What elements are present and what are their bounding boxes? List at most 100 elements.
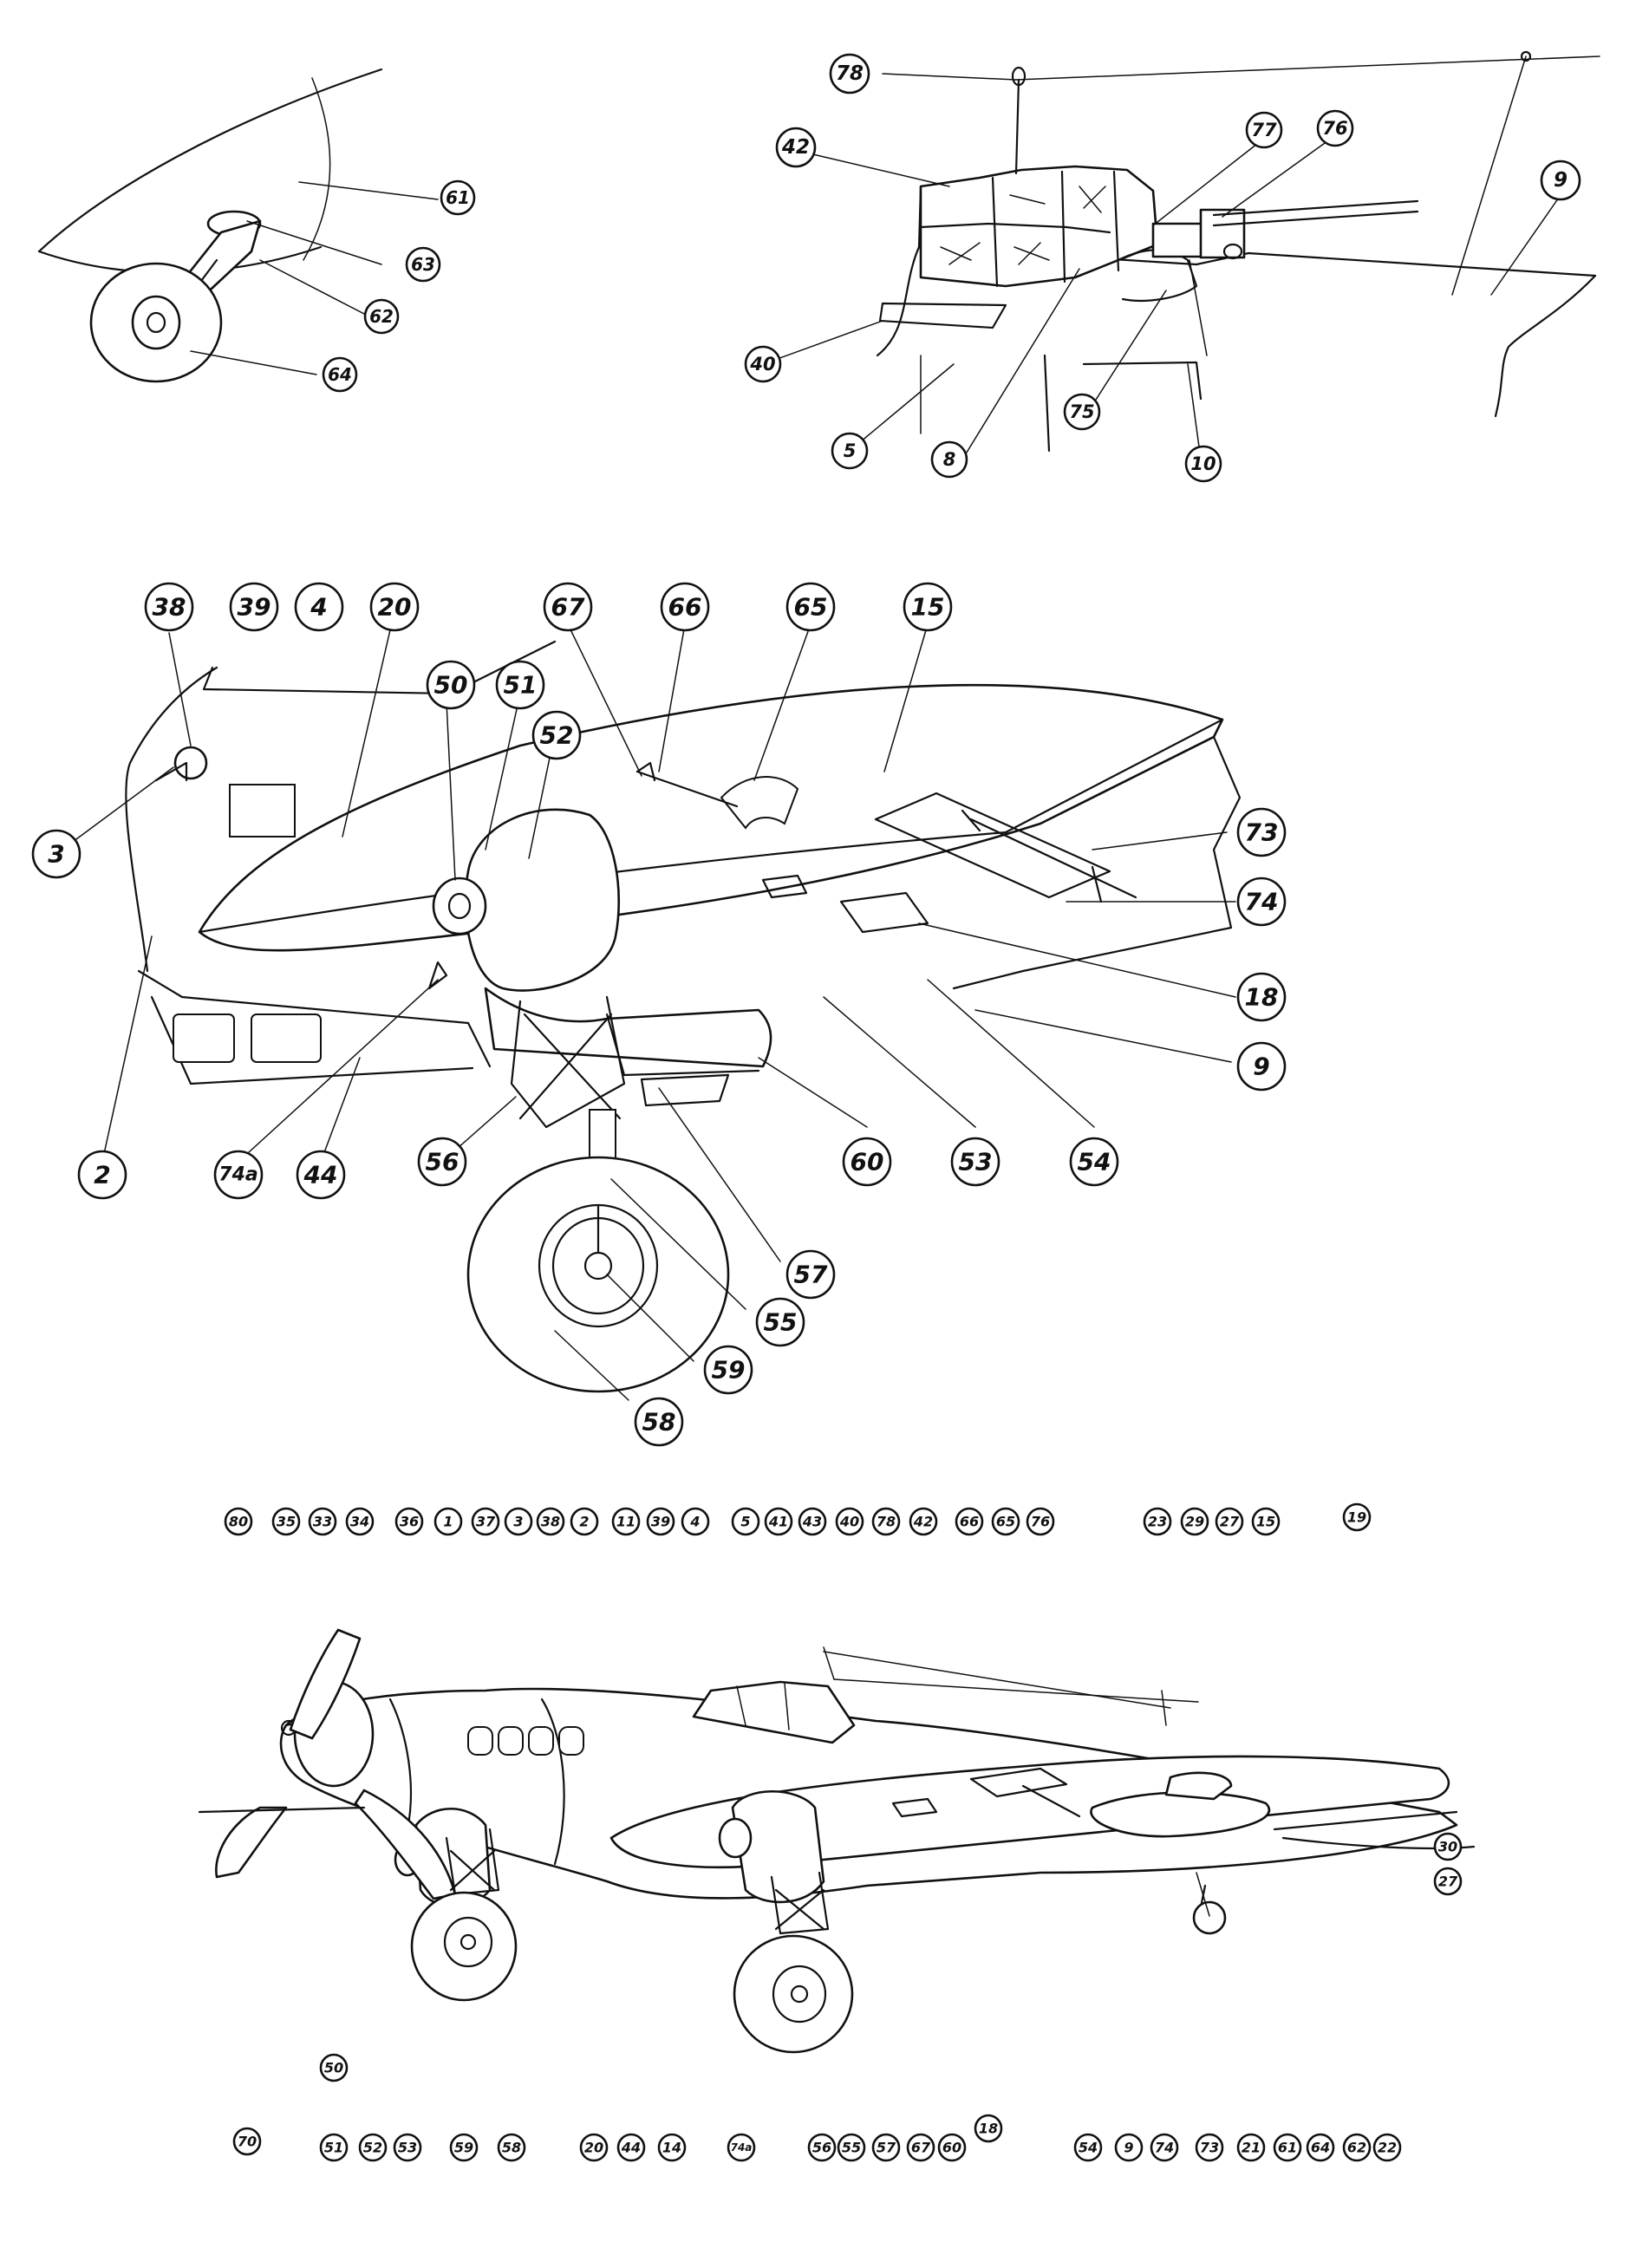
callout-circle (319, 2133, 349, 2162)
callout-77: 77 (1245, 111, 1283, 149)
callout-number: 67 (911, 2140, 931, 2156)
callout-circle (1184, 445, 1222, 483)
callout-number: 61 (446, 187, 470, 208)
callout-circle (955, 1507, 984, 1536)
callout-number: 55 (842, 2140, 861, 2156)
callout-53: 53 (393, 2133, 422, 2162)
callout-circle (345, 1507, 375, 1536)
callout-circle (393, 2133, 422, 2162)
callout-74: 74 (1236, 877, 1287, 927)
callout-number: 52 (363, 2140, 382, 2156)
callout-40: 40 (835, 1507, 864, 1536)
callout-18: 18 (1236, 972, 1287, 1022)
callout-circle (785, 582, 836, 632)
callout-circle (909, 1507, 938, 1536)
callout-circle (1236, 1041, 1287, 1092)
callout-number: 10 (1190, 453, 1216, 474)
callout-42: 42 (909, 1507, 938, 1536)
callout-circle (829, 53, 870, 94)
callout-19: 19 (1342, 1502, 1372, 1532)
callout-circle (1215, 1507, 1244, 1536)
callout-circle (681, 1507, 710, 1536)
callout-38: 38 (536, 1507, 565, 1536)
callout-number: 51 (504, 671, 538, 700)
callout-number: 37 (476, 1514, 496, 1530)
callout-number: 78 (877, 1514, 896, 1530)
callout-30: 30 (1433, 1832, 1463, 1861)
callout-circle (1073, 2133, 1103, 2162)
callout-number: 58 (502, 2140, 521, 2156)
callout-59: 59 (449, 2133, 479, 2162)
callout-5: 5 (831, 432, 869, 470)
callout-circle (1342, 1502, 1372, 1532)
callout-circle (837, 2133, 866, 2162)
callout-number: 36 (400, 1514, 419, 1530)
callout-39: 39 (646, 1507, 675, 1536)
callout-36: 36 (394, 1507, 424, 1536)
callout-circle (646, 1507, 675, 1536)
callout-number: 57 (877, 2140, 896, 2156)
callout-29: 29 (1180, 1507, 1209, 1536)
callout-number: 67 (551, 593, 585, 622)
callout-2: 2 (570, 1507, 599, 1536)
callout-22: 22 (1372, 2133, 1402, 2162)
callout-43: 43 (798, 1507, 827, 1536)
callout-55: 55 (837, 2133, 866, 2162)
callout-number: 42 (913, 1514, 933, 1530)
callout-15: 15 (903, 582, 953, 632)
callout-60: 60 (937, 2133, 967, 2162)
callout-number: 58 (642, 1408, 676, 1437)
callout-3: 3 (504, 1507, 533, 1536)
callout-76: 76 (1316, 109, 1354, 147)
callout-circle (937, 2133, 967, 2162)
callout-62: 62 (363, 298, 400, 335)
callout-circle (703, 1345, 753, 1395)
callout-54: 54 (1073, 2133, 1103, 2162)
callout-number: 18 (1245, 983, 1279, 1012)
callout-5: 5 (731, 1507, 760, 1536)
callout-number: 23 (1148, 1514, 1167, 1530)
callout-circle (1195, 2133, 1224, 2162)
callout-number: 77 (1251, 120, 1277, 140)
callout-number: 50 (434, 671, 468, 700)
callout-2: 2 (77, 1150, 127, 1200)
callout-circle (308, 1507, 337, 1536)
callout-circle (1150, 2133, 1179, 2162)
callout-75: 75 (1063, 393, 1101, 431)
callout-circle (536, 1507, 565, 1536)
callout-circle (213, 1150, 264, 1200)
callout-circle (417, 1137, 467, 1187)
callout-circle (504, 1507, 533, 1536)
callout-60: 60 (842, 1137, 892, 1187)
callout-number: 8 (943, 449, 956, 470)
callout-circle (363, 298, 400, 335)
callout-circle (449, 2133, 479, 2162)
callout-50: 50 (319, 2053, 349, 2082)
callout-number: 53 (398, 2140, 417, 2156)
callout-number: 19 (1347, 1509, 1366, 1526)
callout-circle (294, 582, 344, 632)
callout-circle (471, 1507, 500, 1536)
callout-circle (1316, 109, 1354, 147)
callout-number: 61 (1278, 2140, 1297, 2156)
callout-circle (394, 1507, 424, 1536)
callout-10: 10 (1184, 445, 1222, 483)
callout-circle (731, 1507, 760, 1536)
callout-number: 22 (1378, 2140, 1397, 2156)
callout-number: 3 (48, 840, 64, 869)
panel-wing-nacelle (125, 640, 1242, 1393)
callout-65: 65 (785, 582, 836, 632)
callout-number: 65 (794, 593, 828, 622)
callout-73: 73 (1195, 2133, 1224, 2162)
callout-circle (440, 179, 476, 216)
callout-74a: 74a (213, 1150, 264, 1200)
callout-51: 51 (495, 660, 545, 710)
callout-circle (1433, 1867, 1463, 1896)
callout-circle (906, 2133, 935, 2162)
callout-number: 14 (662, 2140, 681, 2156)
callout-41: 41 (764, 1507, 793, 1536)
callout-number: 35 (277, 1514, 296, 1530)
callout-number: 54 (1079, 2140, 1098, 2156)
callout-circle (31, 829, 81, 879)
callout-circle (1236, 877, 1287, 927)
